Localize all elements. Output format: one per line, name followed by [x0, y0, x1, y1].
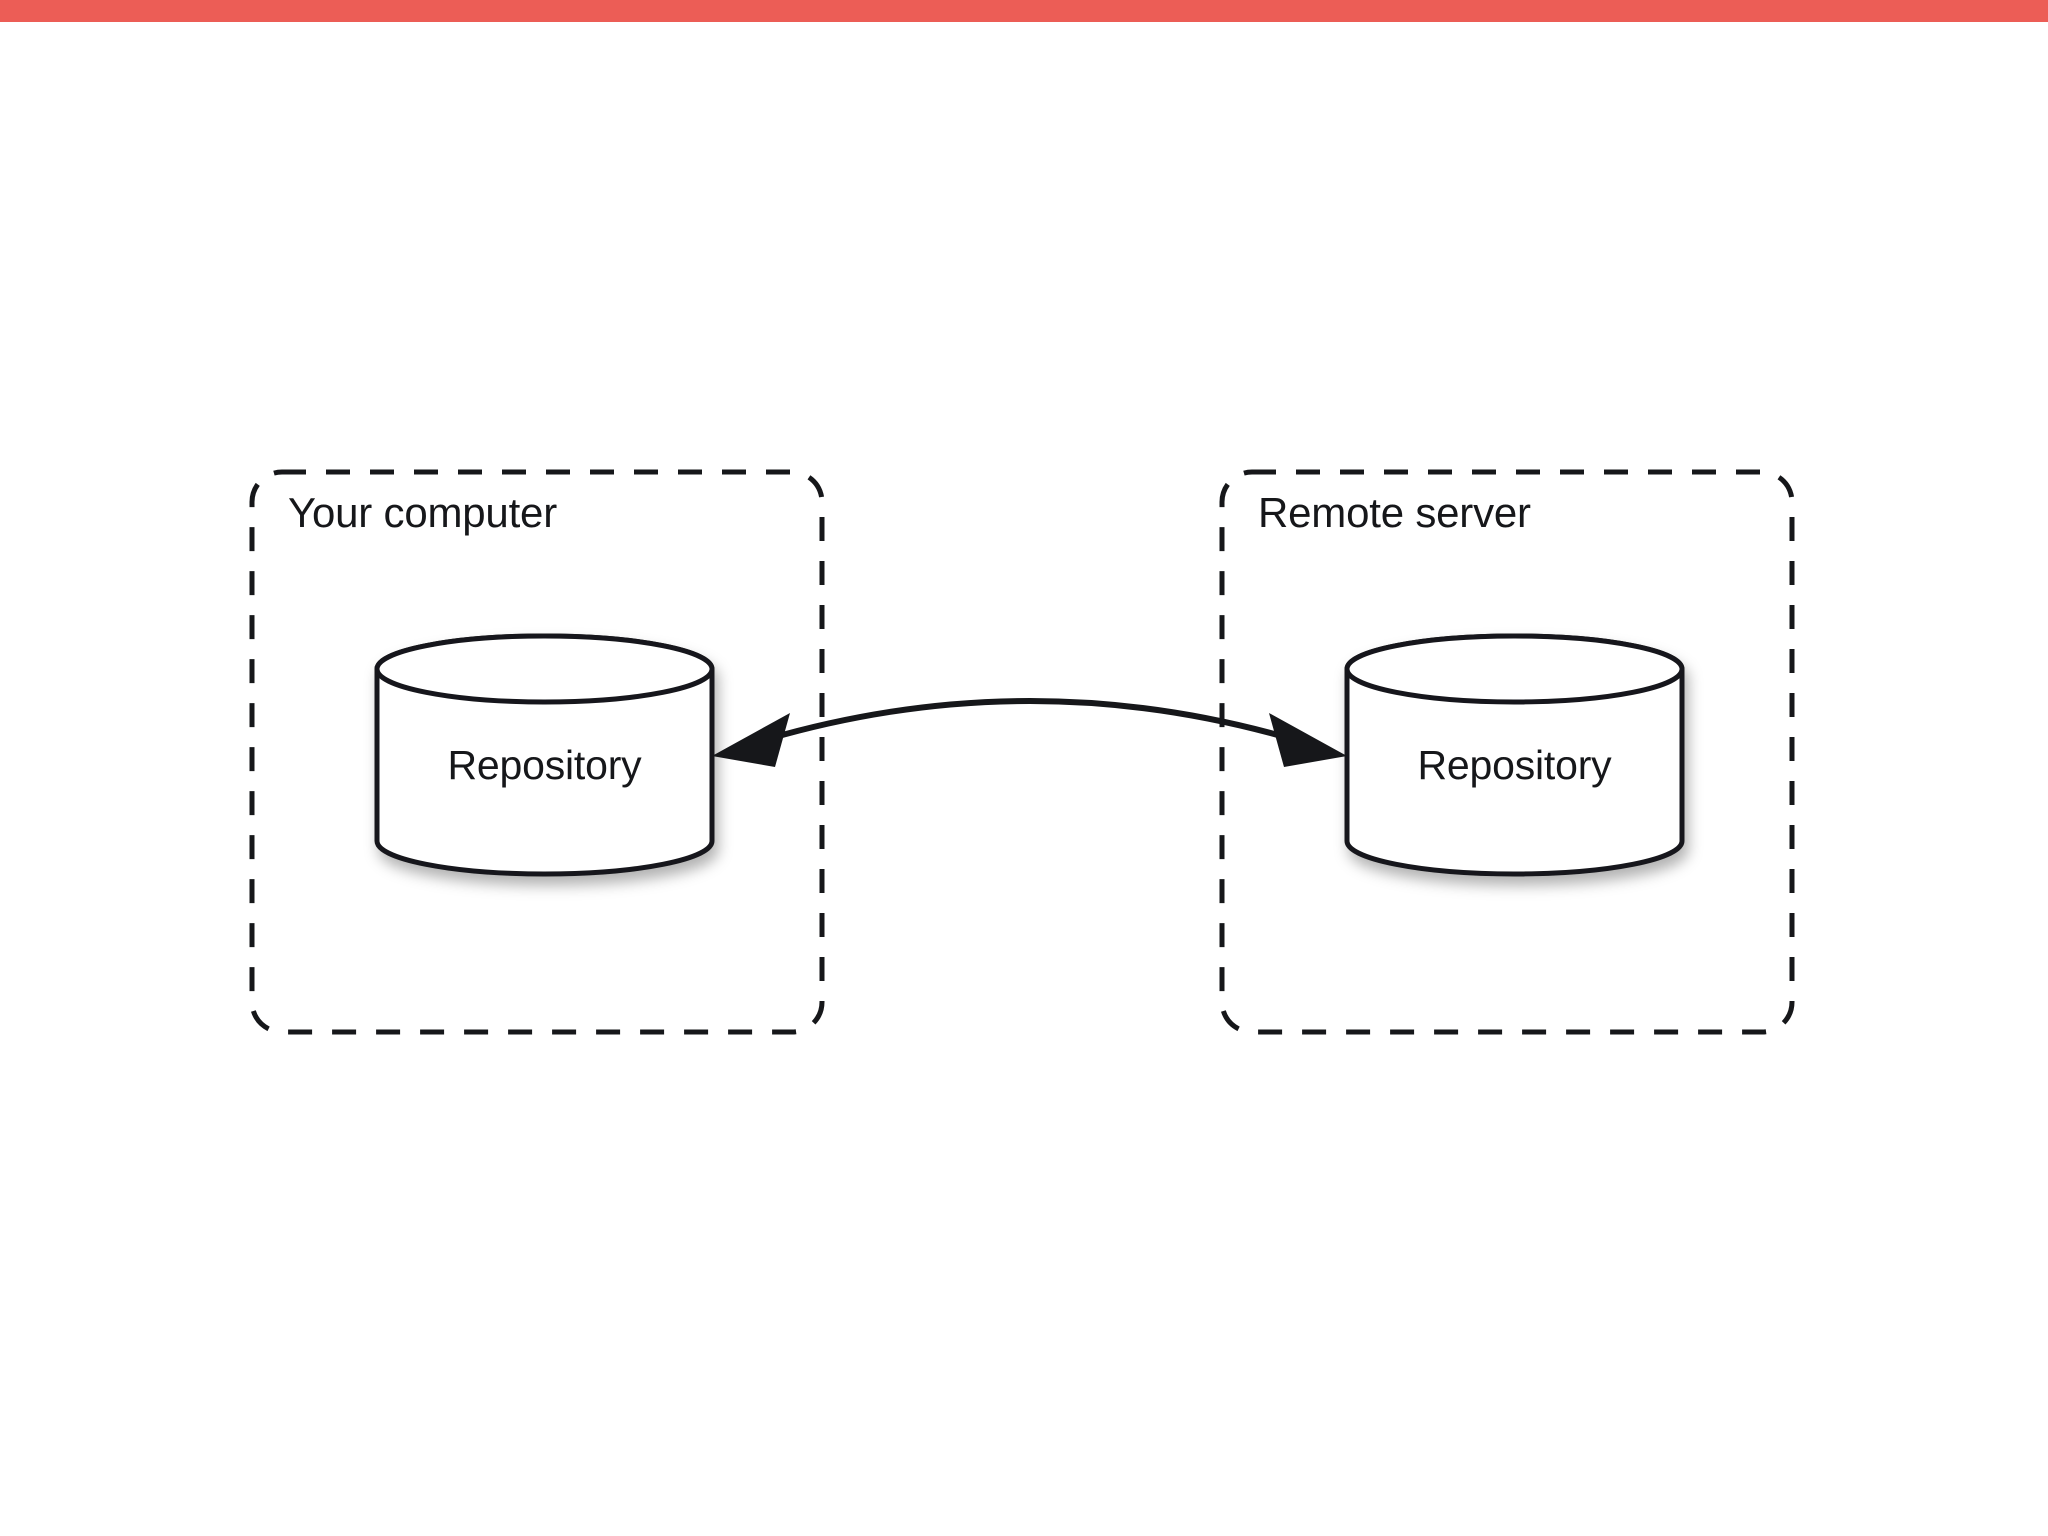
cylinder-label-repository-remote: Repository [1417, 742, 1612, 788]
sync-arrow-head-left [712, 713, 790, 767]
cylinder-label-repository-local: Repository [447, 742, 642, 788]
zone-your-computer-border [249, 469, 825, 1035]
cylinder-icon-local[interactable] [374, 633, 715, 877]
cylinder-icon-remote[interactable] [1344, 633, 1685, 877]
accent-bar [0, 0, 2048, 22]
zone-label-remote-server: Remote server [1258, 489, 1531, 536]
sync-arrow-head-right [1269, 713, 1347, 767]
zone-label-your-computer: Your computer [288, 489, 558, 536]
sync-arrow[interactable] [712, 698, 1347, 767]
cylinder-top-remote [1344, 633, 1685, 705]
cylinder-top-local [374, 633, 715, 705]
zone-remote-server[interactable] [1219, 469, 1795, 1035]
zone-your-computer[interactable] [249, 469, 825, 1035]
sync-arrow-curve [767, 698, 1293, 742]
zone-remote-server-border [1219, 469, 1795, 1035]
